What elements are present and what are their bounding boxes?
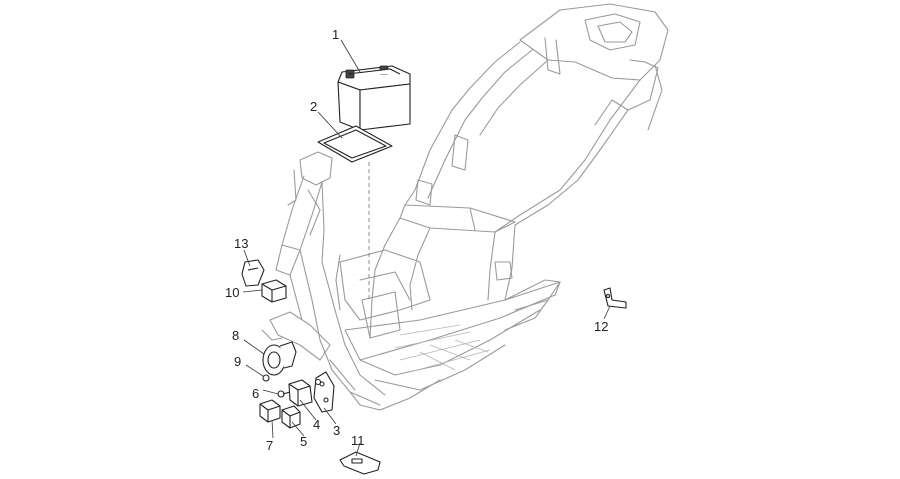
l-bracket-12 bbox=[603, 287, 627, 309]
scooter-frame bbox=[261, 3, 669, 411]
callout-12: 12 bbox=[594, 319, 608, 334]
relay-7 bbox=[259, 399, 281, 423]
screw-9 bbox=[262, 374, 270, 382]
bolt-6 bbox=[277, 390, 291, 398]
relay-4 bbox=[288, 379, 313, 407]
callout-3: 3 bbox=[333, 423, 340, 438]
bracket-plate-3 bbox=[313, 371, 335, 413]
callout-1: 1 bbox=[332, 27, 339, 42]
small-screw-upper bbox=[314, 378, 322, 386]
horn bbox=[262, 341, 297, 376]
callout-9: 9 bbox=[234, 354, 241, 369]
callout-2: 2 bbox=[310, 99, 317, 114]
relay-5 bbox=[281, 405, 301, 429]
callout-10: 10 bbox=[225, 285, 239, 300]
callout-labels: 1 2 3 4 5 6 7 8 9 10 11 12 13 bbox=[225, 27, 608, 453]
relay-10 bbox=[261, 279, 287, 303]
flat-bracket-11 bbox=[339, 451, 381, 475]
battery bbox=[337, 65, 411, 131]
callout-5: 5 bbox=[300, 434, 307, 449]
callout-7: 7 bbox=[266, 438, 273, 453]
callout-8: 8 bbox=[232, 328, 239, 343]
leader-lines bbox=[242, 39, 611, 457]
callout-11: 11 bbox=[351, 433, 365, 448]
callout-13: 13 bbox=[234, 236, 248, 251]
callout-4: 4 bbox=[313, 417, 320, 432]
battery-pad bbox=[317, 125, 393, 163]
connector-cap bbox=[241, 259, 265, 287]
callout-6: 6 bbox=[252, 386, 259, 401]
